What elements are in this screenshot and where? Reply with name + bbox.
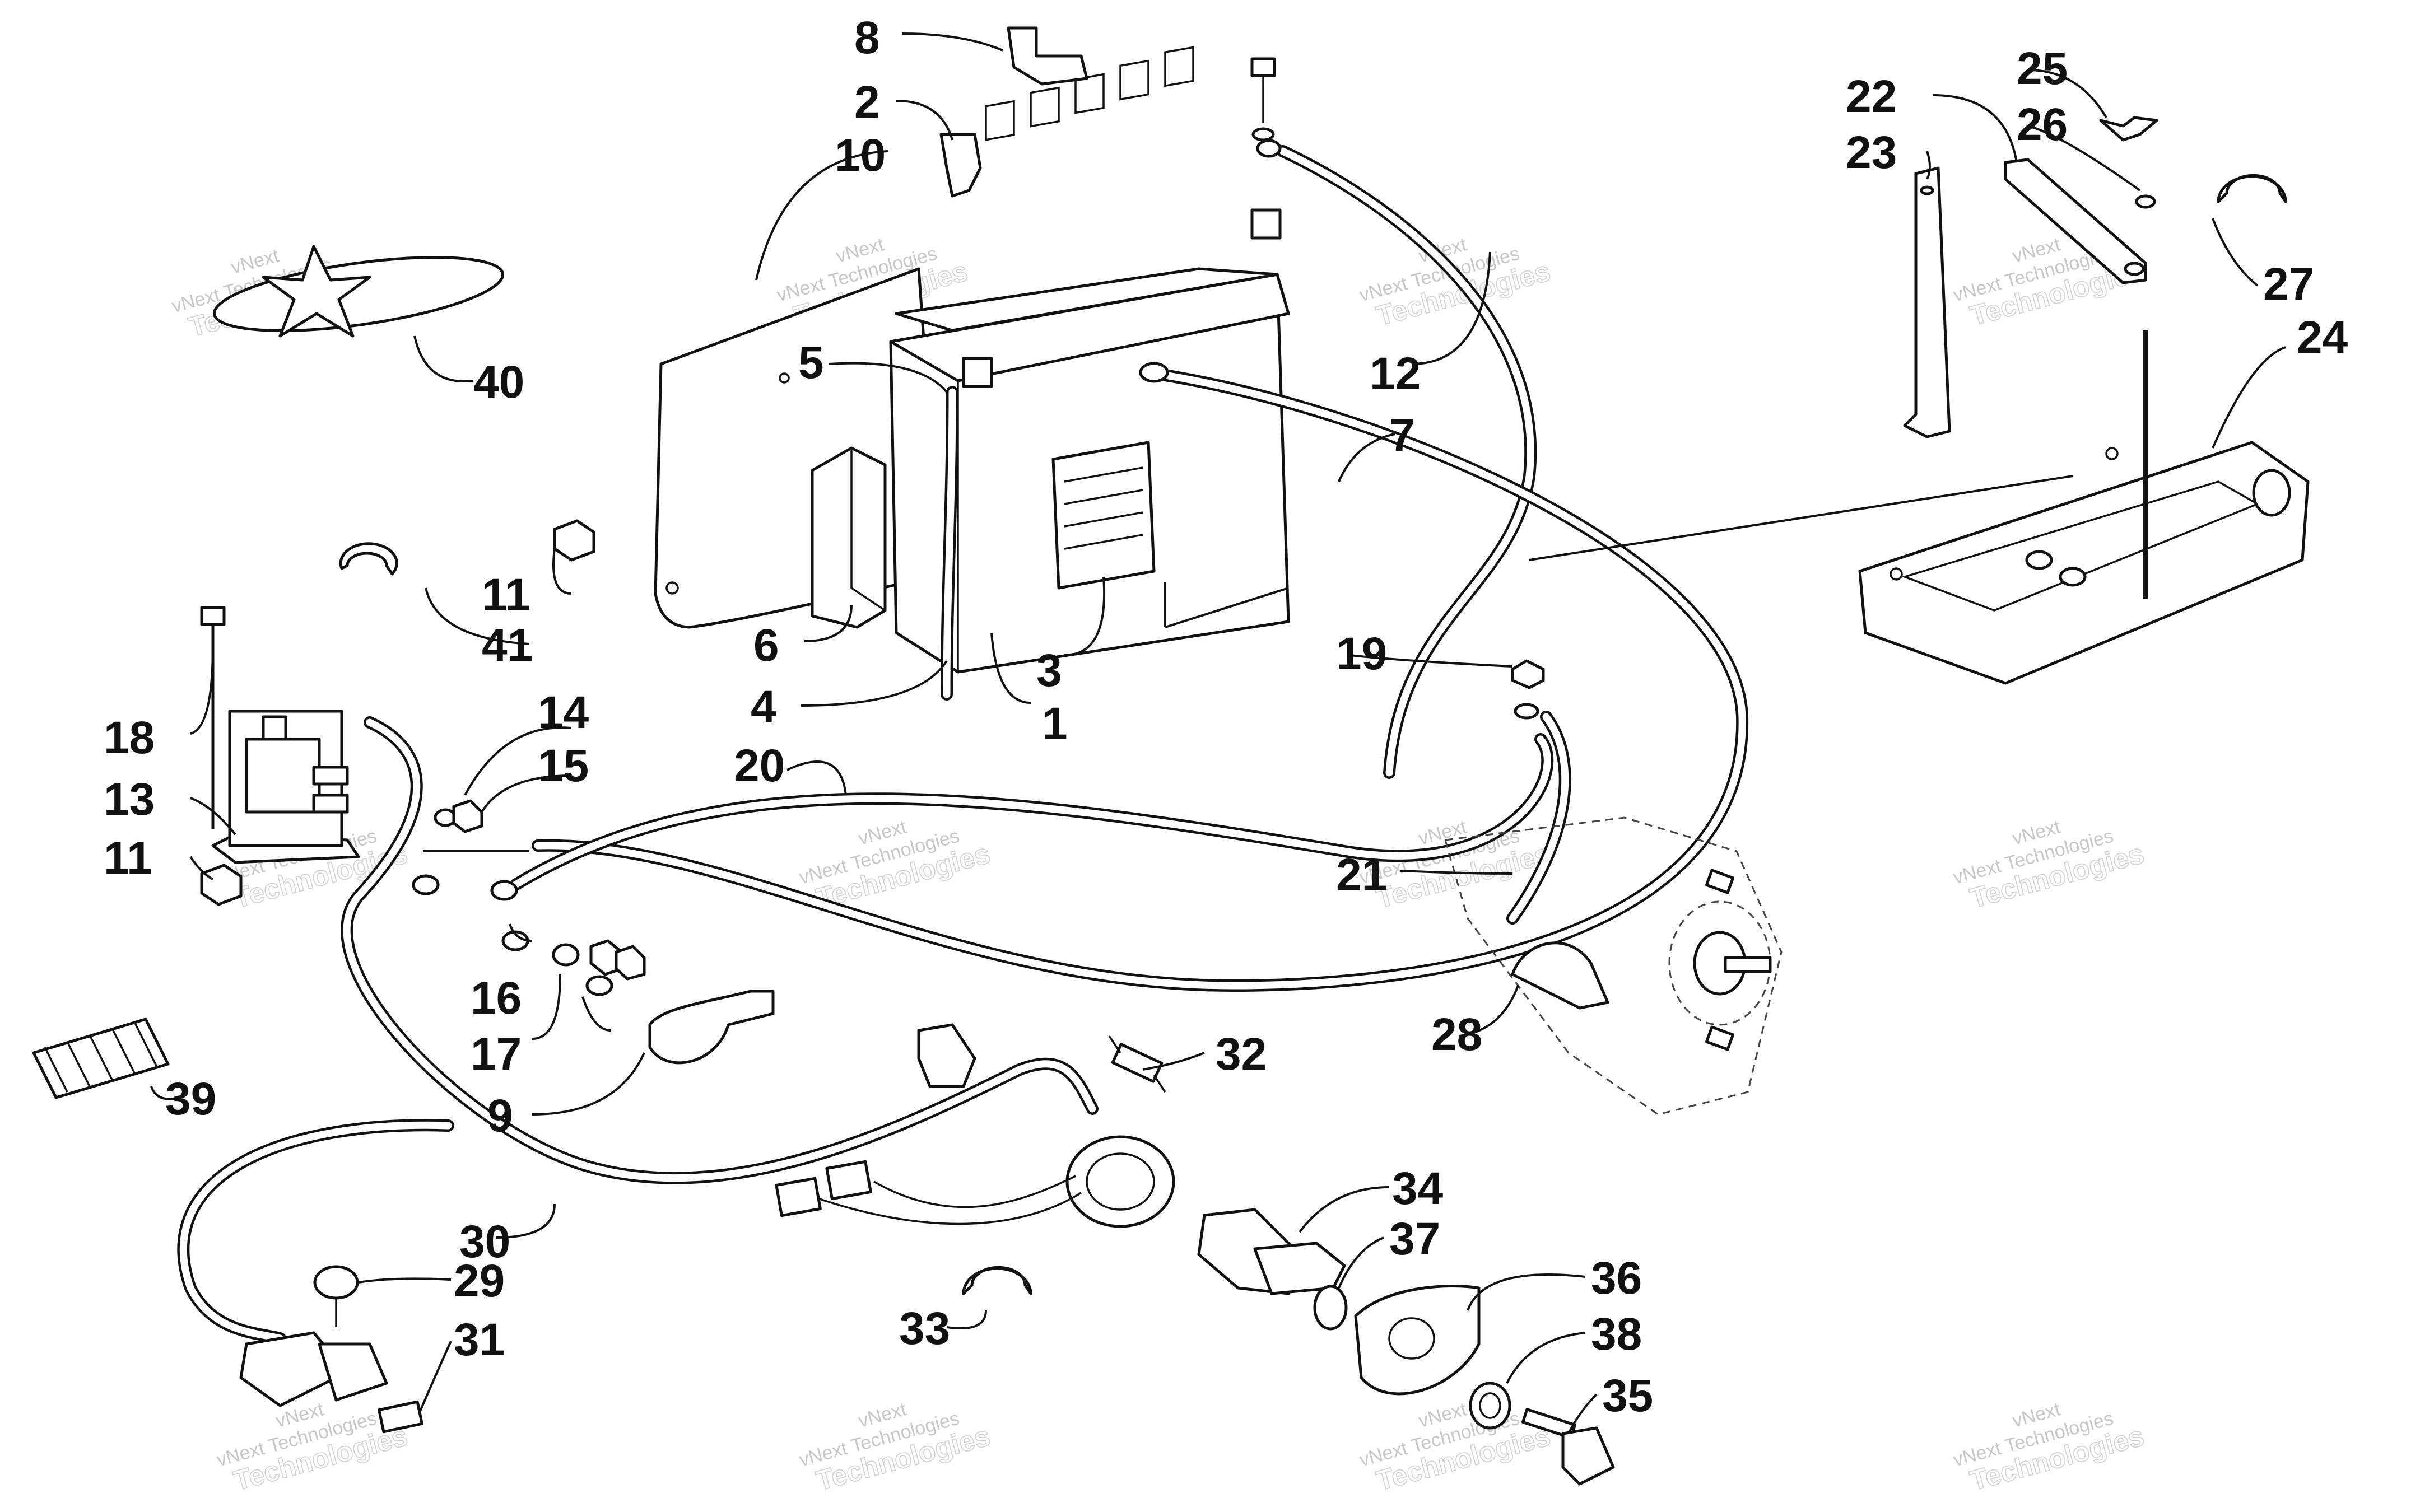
lock-washer-16 [552, 943, 580, 967]
wing-nut [2099, 116, 2158, 142]
callout-41: 41 [482, 620, 533, 671]
callout-5: 5 [798, 337, 824, 388]
callout-16: 16 [471, 973, 522, 1024]
callout-40: 40 [473, 357, 524, 408]
callout-10: 10 [835, 130, 886, 181]
fuse-harness-branch [177, 1119, 454, 1345]
callout-17: 17 [471, 1029, 522, 1080]
callout-19: 19 [1336, 628, 1387, 679]
callout-labels: 1 2 3 4 5 6 7 8 9 10 11 11 12 13 14 15 1… [104, 12, 2348, 1421]
strap-bracket [1903, 166, 1951, 438]
fuse-cap [313, 1265, 359, 1300]
callout-1: 1 [1042, 698, 1068, 749]
terminal-cover-boot [648, 990, 775, 1065]
callout-34: 34 [1392, 1163, 1444, 1214]
retainer-ring-33 [962, 1266, 1032, 1295]
vent-fitting [939, 133, 982, 198]
callout-2: 2 [854, 77, 880, 128]
hold-down-strap [2004, 158, 2147, 284]
callout-30: 30 [459, 1216, 510, 1267]
fuse-holder-body [318, 1342, 388, 1402]
lock-washer-37 [1313, 1285, 1348, 1331]
starter-solenoid [211, 710, 360, 864]
retainer-ring-41 [339, 542, 398, 576]
callout-37: 37 [1389, 1214, 1440, 1264]
callout-8: 8 [854, 12, 880, 63]
callout-25: 25 [2017, 43, 2068, 94]
callout-22: 22 [1846, 71, 1897, 122]
fuse [378, 1400, 424, 1434]
ring-terminal [490, 880, 518, 901]
cable-lug [1139, 362, 1169, 383]
hex-nut-19 [1511, 659, 1545, 689]
callout-11-upper: 11 [482, 570, 530, 620]
callout-26: 26 [2017, 99, 2068, 150]
cable-lug [1256, 139, 1282, 158]
callout-35: 35 [1602, 1370, 1653, 1421]
spade-connectors [775, 1160, 872, 1217]
positive-cable [1277, 145, 1537, 779]
callout-12: 12 [1370, 348, 1421, 399]
callout-39: 39 [165, 1074, 216, 1124]
callout-33: 33 [899, 1303, 950, 1354]
harness-connector [917, 1023, 976, 1088]
battery-terminal-negative [962, 357, 993, 388]
callout-18: 18 [104, 712, 155, 763]
battery-pad-plate [654, 267, 932, 629]
callout-20: 20 [734, 740, 785, 791]
washer-26 [2135, 194, 2156, 209]
callout-27: 27 [2263, 259, 2314, 310]
convoluted-tubing [32, 1018, 170, 1099]
nut-15 [452, 799, 483, 833]
inline-fuse [1108, 1035, 1166, 1093]
strap-hole [2124, 262, 2145, 276]
callout-38: 38 [1591, 1309, 1642, 1360]
retainer-ring-27 [2217, 174, 2287, 203]
callout-23: 23 [1846, 127, 1897, 178]
callout-28: 28 [1431, 1009, 1482, 1060]
callout-7: 7 [1389, 410, 1415, 461]
terminal-bolt [1250, 57, 1276, 142]
callout-15: 15 [538, 740, 589, 791]
callout-14: 14 [538, 687, 589, 738]
pad-hole [666, 581, 679, 595]
callout-4: 4 [751, 682, 776, 732]
washer-19 [1514, 703, 1539, 720]
callout-11-lower: 11 [104, 833, 152, 884]
callout-36: 36 [1591, 1253, 1642, 1304]
decal-star-logo [212, 245, 505, 338]
pad-hole [779, 372, 790, 384]
nut-17b [615, 945, 646, 981]
hex-nut-11-lower [200, 864, 243, 906]
callout-31: 31 [454, 1314, 505, 1365]
callout-29: 29 [454, 1256, 505, 1306]
callout-32: 32 [1216, 1029, 1267, 1080]
hex-nut-11-upper [553, 519, 595, 562]
leader-lines [150, 32, 2286, 1434]
callout-6: 6 [753, 620, 779, 671]
battery-tray [1858, 330, 2310, 685]
switch-wires [817, 1175, 1082, 1225]
ignition-switch [1065, 1135, 1346, 1295]
callout-21: 21 [1336, 850, 1387, 900]
starter-motor [1444, 816, 1783, 1116]
ignition-key [1521, 1408, 1615, 1486]
battery-terminal-positive [1250, 208, 1282, 240]
terminal-boot [1007, 26, 1088, 86]
cable-clip [1511, 941, 1609, 1010]
callout-9: 9 [487, 1090, 513, 1141]
callout-13: 13 [104, 774, 155, 825]
switch-bezel-plate [1354, 1285, 1481, 1396]
switch-nut [1469, 1382, 1511, 1430]
callout-24: 24 [2297, 312, 2348, 363]
battery-label [1051, 441, 1156, 590]
callout-3: 3 [1036, 645, 1062, 696]
washer-17 [585, 975, 613, 996]
battery-bracket [811, 446, 887, 629]
ring-terminal [412, 874, 440, 895]
